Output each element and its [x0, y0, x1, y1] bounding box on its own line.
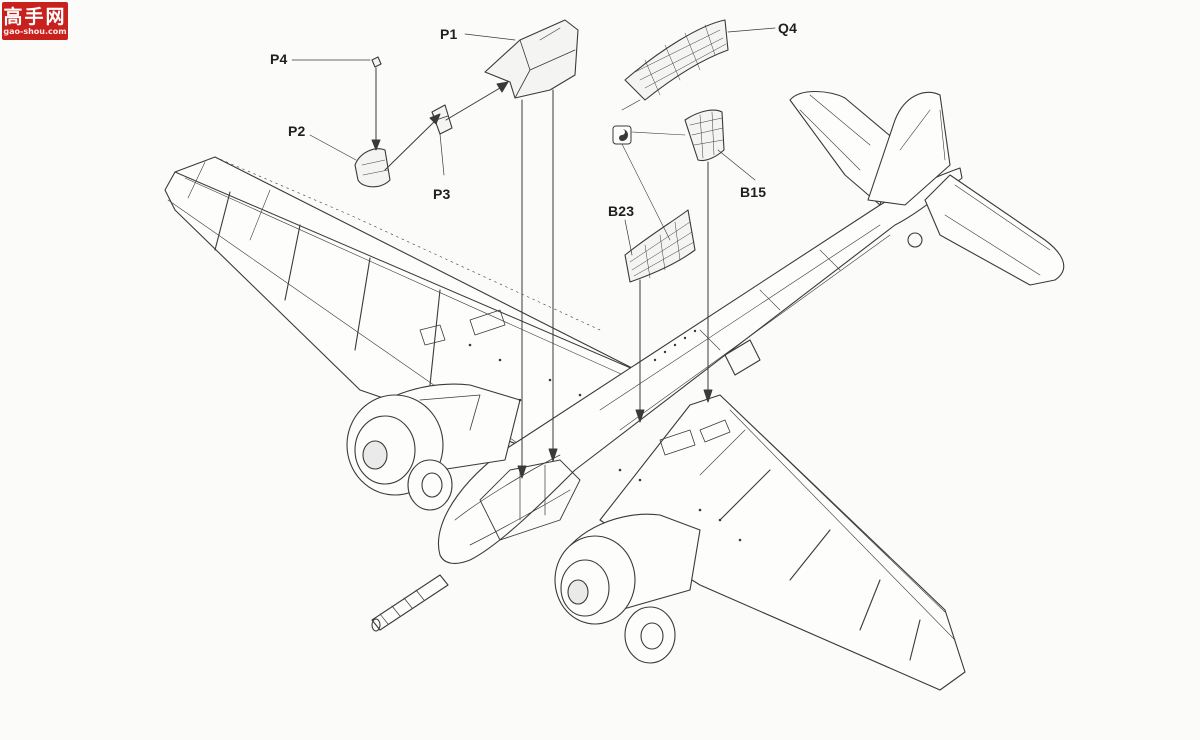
label-p2: P2 [288, 123, 306, 139]
assembly-arrows [371, 67, 713, 479]
part-q4 [624, 19, 729, 101]
label-p3: P3 [433, 186, 451, 202]
fuselage [438, 167, 963, 564]
label-b15: B15 [740, 184, 767, 200]
part-p1 [484, 19, 579, 99]
label-p1: P1 [440, 26, 458, 42]
right-engine [554, 513, 701, 664]
glue-leader [621, 99, 686, 241]
left-wing [164, 156, 641, 456]
leader-p2 [309, 134, 357, 161]
part-b15 [684, 109, 725, 162]
leader-p1 [464, 33, 516, 41]
site-logo: 高手网 gao-shou.com [2, 2, 68, 40]
logo-url: gao-shou.com [3, 26, 67, 36]
logo-title: 高手网 [3, 5, 67, 28]
tail-assembly [789, 90, 1065, 286]
part-p2 [354, 148, 391, 188]
leader-p3 [439, 133, 445, 176]
wing-panel-details [419, 309, 742, 542]
leader-b15 [717, 149, 756, 181]
part-p4 [371, 56, 382, 68]
leader-q4 [727, 27, 776, 33]
left-engine [346, 383, 521, 511]
label-b23: B23 [608, 203, 635, 219]
label-p4: P4 [270, 51, 288, 67]
cannon-barrel [371, 574, 449, 632]
part-b23 [624, 209, 696, 283]
right-wing [599, 394, 966, 691]
leader-b23 [624, 219, 633, 256]
label-q4: Q4 [778, 20, 798, 36]
glue-symbol-icon [612, 125, 632, 145]
